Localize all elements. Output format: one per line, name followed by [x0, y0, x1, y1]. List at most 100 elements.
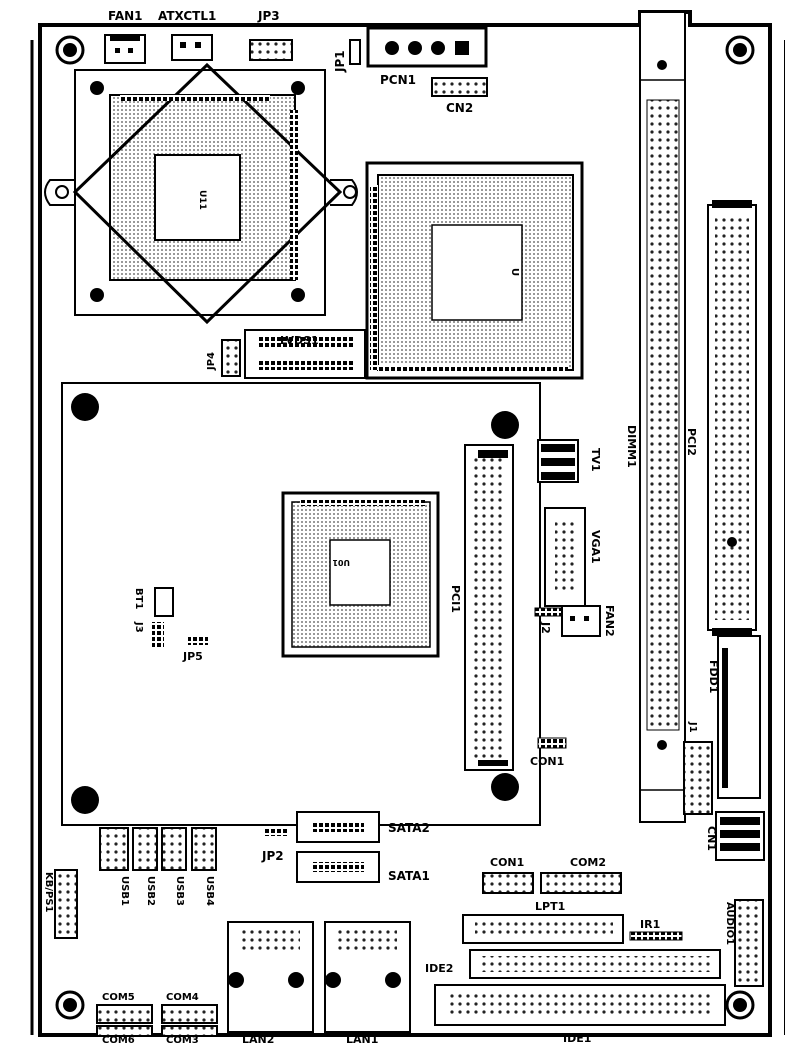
atxctl1-label: ATXCTL1: [158, 9, 216, 23]
jp4-jumper: [221, 339, 241, 377]
j2-label: J2: [539, 621, 552, 634]
usb4-header: [191, 827, 217, 871]
lan2-label: LAN2: [242, 1033, 274, 1045]
pci1-slot: [464, 444, 514, 771]
atxctl1-connector: [171, 34, 213, 61]
vga1-connector: [544, 507, 586, 607]
com6-label: COM6: [102, 1035, 135, 1045]
sata2-connector: [296, 811, 380, 843]
cpu-socket-u11: [44, 62, 358, 325]
com3-label: COM3: [166, 1035, 199, 1045]
ide2-connector: [469, 949, 721, 979]
mounting-hole-bottom-right: [725, 990, 755, 1020]
cn2-connector: [431, 77, 488, 97]
ir1-label: IR1: [640, 918, 660, 931]
u11-label: U11: [197, 190, 207, 210]
usb1-label: USB1: [119, 876, 130, 906]
cn1-label: CN1: [705, 826, 718, 851]
bt1-battery: [154, 587, 174, 617]
con1-mid-label: CON1: [530, 755, 564, 768]
usb1-header: [99, 827, 129, 871]
usb3-label: USB3: [174, 876, 185, 906]
com4-label: COM4: [166, 992, 199, 1003]
jp1-label: JP1: [333, 50, 347, 73]
jp3-jumper: [249, 39, 293, 61]
kbps1-connector: [54, 869, 78, 939]
module-hole-tr: [491, 411, 519, 439]
jp4-label: JP4: [206, 352, 217, 371]
com2-connector: [540, 872, 622, 894]
pci2-slot: [707, 200, 757, 636]
mounting-hole-top-right: [725, 35, 755, 65]
ide1-connector: [434, 984, 726, 1026]
usb4-label: USB4: [204, 876, 215, 906]
chipset-south-bridge: [281, 491, 440, 658]
com5-connector: [96, 1004, 153, 1024]
module-hole-bl: [71, 786, 99, 814]
fdd1-connector: [717, 635, 761, 799]
jp2-label: JP2: [261, 849, 284, 863]
sata1-label: SATA1: [388, 869, 430, 883]
vga1-label: VGA1: [589, 530, 602, 564]
jp5-label: JP5: [182, 650, 203, 663]
ir1-connector: [629, 931, 683, 941]
sata2-label: SATA2: [388, 821, 430, 835]
kbps1-label: KB/PS1: [43, 872, 54, 913]
fan2-label: FAN2: [603, 605, 616, 637]
tv1-connector: [537, 439, 579, 483]
jp1-jumper: [349, 39, 361, 65]
fan2-connector: [561, 605, 601, 637]
jp5-jumper: [188, 636, 208, 645]
ide2-label: IDE2: [425, 962, 453, 975]
fan1-label: FAN1: [108, 9, 143, 23]
com2-label: COM2: [570, 856, 606, 869]
chipset-north-bridge: [365, 161, 584, 380]
con1-mid-jumper: [537, 737, 567, 749]
lpt1-connector: [462, 914, 624, 944]
audio1-connector: [734, 899, 764, 987]
con1-bottom-label: CON1: [490, 856, 524, 869]
mounting-hole-top-left: [55, 35, 85, 65]
dimm1-slot: [639, 11, 686, 823]
com4-connector: [161, 1004, 218, 1024]
usb2-label: USB2: [145, 876, 156, 906]
module-hole-br: [491, 773, 519, 801]
audio1-label: AUDIO1: [724, 902, 735, 945]
j2-jumper: [534, 607, 564, 617]
j3-jumper: [152, 622, 164, 648]
usb3-header: [161, 827, 187, 871]
pcn1-label: PCN1: [380, 73, 416, 87]
lan1-label: LAN1: [346, 1033, 378, 1045]
con1-bottom-connector: [482, 872, 534, 894]
pci1-label: PCI1: [449, 585, 462, 613]
com5-label: COM5: [102, 992, 135, 1003]
cn2-label: CN2: [446, 101, 473, 115]
pcn1-power-connector: [366, 26, 488, 68]
cpu-u-label: U: [509, 268, 520, 276]
jp2-jumper: [265, 828, 287, 836]
mounting-hole-bottom-left: [55, 990, 85, 1020]
j3-label: J3: [133, 621, 144, 633]
module-hole-tl: [71, 393, 99, 421]
lvds1-connector: [244, 329, 366, 379]
dimm1-label: DIMM1: [625, 425, 638, 468]
lpt1-label: LPT1: [535, 900, 565, 913]
lan1-connector: [324, 921, 411, 1033]
lan2-connector: [227, 921, 314, 1033]
cn1-connector: [715, 811, 765, 861]
jp3-label: JP3: [257, 9, 280, 23]
lvds1-label: LVDS1: [280, 334, 319, 347]
sata1-connector: [296, 851, 380, 883]
tv1-label: TV1: [589, 448, 602, 472]
fdd1-label: FDD1: [707, 660, 720, 693]
j1-jumper: [683, 741, 713, 815]
j1-label: J1: [687, 721, 698, 733]
usb2-header: [132, 827, 158, 871]
fan1-connector: [104, 34, 146, 64]
pci2-label: PCI2: [685, 428, 698, 456]
bt1-label: BT1: [133, 588, 144, 609]
com6-connector: [96, 1025, 153, 1037]
com3-connector: [161, 1025, 218, 1037]
ide1-label: IDE1: [563, 1032, 591, 1045]
